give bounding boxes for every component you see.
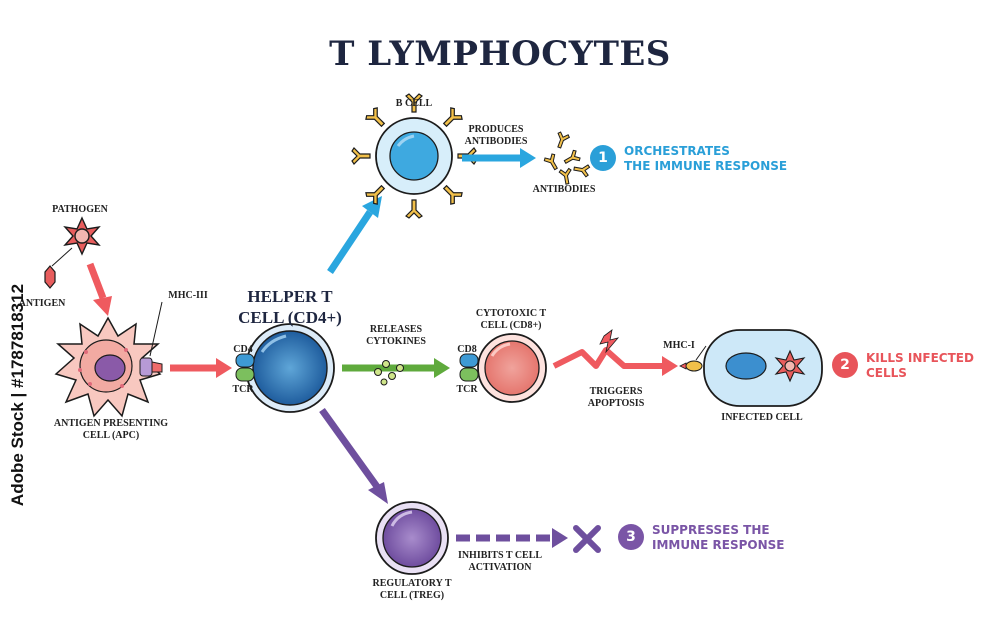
cytokines-icon: [374, 360, 404, 386]
mhc1-receptor-icon: [679, 345, 707, 372]
cytotoxic-t-cell: [477, 333, 547, 403]
infected-cell: [703, 329, 823, 407]
helper-t-cell: [245, 323, 335, 413]
helper-to-cytotoxic-arrow: [342, 358, 450, 378]
cd8-tcr-receptor-icon: [459, 353, 479, 382]
inhibits-activation-label: INHIBITS T CELL ACTIVATION: [457, 550, 543, 573]
pathogen-label: PATHOGEN: [52, 204, 108, 215]
releases-cytokines-label: RELEASES CYTOKINES: [366, 324, 426, 347]
cd8-label: CD8: [457, 344, 477, 355]
mhc3-receptor-icon: [139, 301, 163, 377]
antibodies-label: ANTIBODIES: [532, 184, 596, 195]
apc-label: ANTIGEN PRESENTING CELL (APC): [53, 418, 169, 441]
b-cell-label: B CELL: [395, 98, 433, 109]
produces-antibodies-label: PRODUCES ANTIBODIES: [464, 124, 528, 147]
cd4-label: CD4: [233, 344, 253, 355]
helper-t-cell-label: HELPER T CELL (CD4+): [238, 287, 342, 327]
helper-to-treg-arrow: [319, 407, 388, 504]
helper-to-bcell-arrow: [327, 196, 382, 274]
infected-cell-label: INFECTED CELL: [721, 412, 803, 423]
mhc1-label: MHC-I: [663, 340, 695, 351]
cytotoxic-t-cell-label: CYTOTOXIC T CELL (CD8+): [475, 308, 547, 331]
page-title: T LYMPHOCYTES: [329, 34, 671, 74]
inhibits-dashed-arrow: [456, 528, 568, 548]
blocked-x-icon: [573, 525, 601, 553]
tcr-label: TCR: [232, 384, 254, 395]
apc-to-helper-arrow: [170, 358, 232, 378]
cd4-tcr-receptor-icon: [235, 353, 255, 382]
antigen-presenting-cell: [54, 316, 162, 418]
b-cell: [351, 93, 477, 219]
antibodies-icon: [543, 131, 591, 185]
regulatory-t-cell-label: REGULATORY T CELL (TREG): [372, 578, 452, 601]
apoptosis-lightning-arrow: [552, 329, 678, 376]
regulatory-t-cell: [375, 501, 449, 575]
antigen-icon: [44, 247, 73, 289]
pathogen-to-apc-arrow: [86, 262, 112, 316]
outcome-text-3: SUPPRESSES THE IMMUNE RESPONSE: [652, 523, 785, 552]
outcome-badge-1: 1: [590, 145, 616, 171]
tcr-label-2: TCR: [456, 384, 478, 395]
outcome-badge-2: 2: [832, 352, 858, 378]
outcome-text-1: ORCHESTRATES THE IMMUNE RESPONSE: [624, 144, 788, 173]
pathogen-icon: [63, 216, 101, 256]
antigen-label: ANTIGEN: [18, 298, 66, 309]
outcome-text-2: KILLS INFECTED CELLS: [866, 351, 974, 380]
outcome-badge-3: 3: [618, 524, 644, 550]
mhc3-label: MHC-III: [168, 290, 208, 301]
bcell-to-antibodies-arrow: [462, 148, 536, 168]
triggers-apoptosis-label: TRIGGERS APOPTOSIS: [587, 386, 645, 409]
stock-watermark-id: Adobe Stock | #1787818312: [8, 283, 27, 507]
